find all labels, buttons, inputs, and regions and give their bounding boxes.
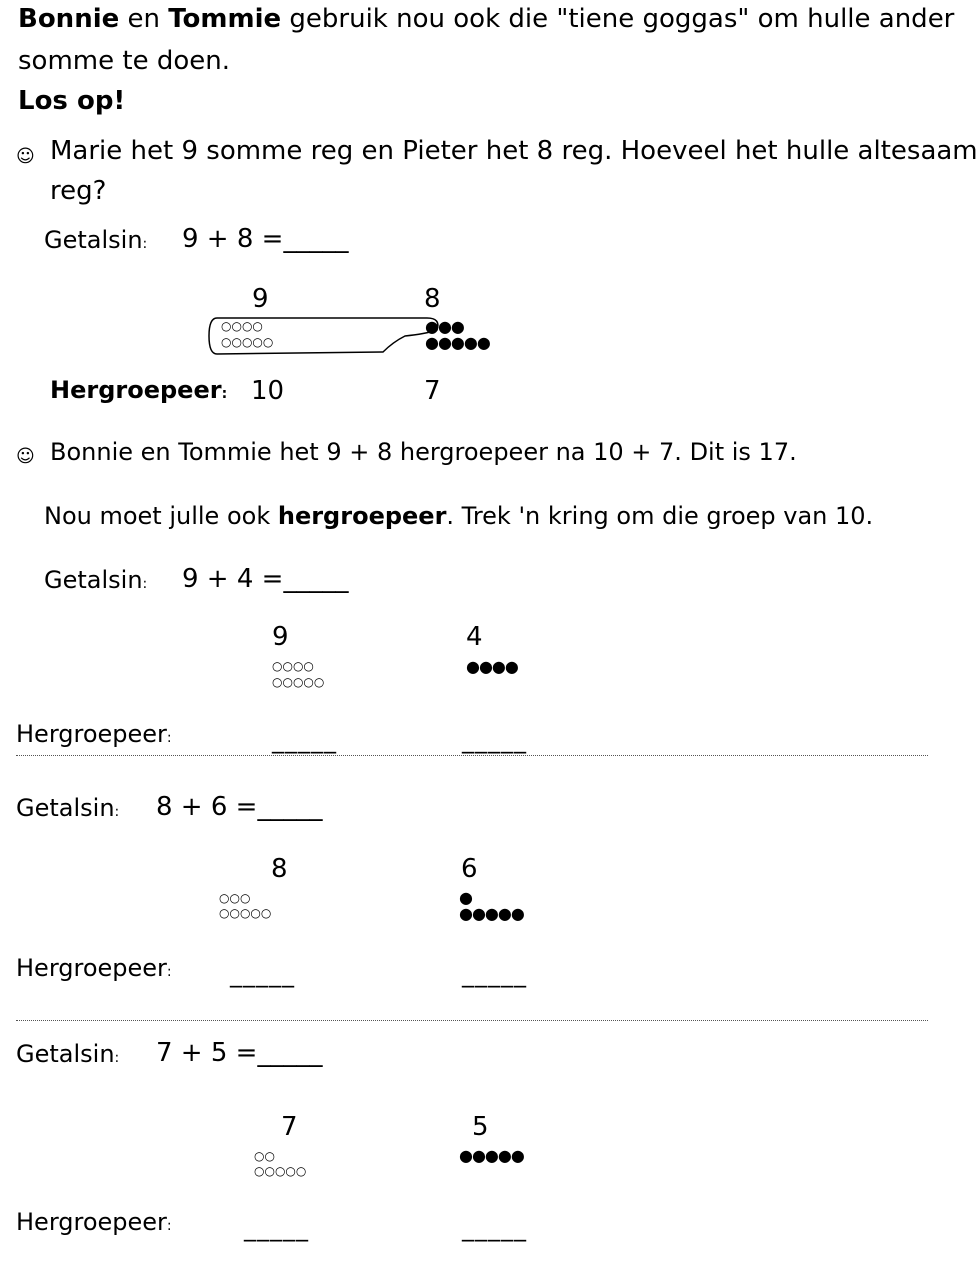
- example-hergroepeer: Hergroepeer:: [50, 376, 228, 404]
- problem-2-number-a: 8: [271, 854, 288, 884]
- filled-dots-row-2: ●●●●: [466, 657, 519, 676]
- problem-1-hergroepeer: Hergroepeer:: [16, 720, 172, 748]
- answer-blank[interactable]: _____: [257, 792, 323, 822]
- question-line-2: reg?: [50, 176, 107, 206]
- regroup-b: 7: [424, 376, 441, 406]
- problem-1-equation: 9 + 4 =_____: [182, 564, 349, 594]
- answer-blank[interactable]: _____: [283, 564, 349, 594]
- name-bonnie: Bonnie: [18, 4, 120, 34]
- regroup-blank-a[interactable]: _____: [230, 960, 295, 988]
- problem-2-hergroepeer: Hergroepeer:: [16, 954, 172, 982]
- open-dots-row-1: ○○○○: [221, 319, 263, 333]
- example-number-a: 9: [252, 284, 269, 314]
- answer-blank[interactable]: _____: [283, 224, 349, 254]
- open-dots-row-2: ○○○○○: [254, 1164, 307, 1178]
- filled-dots-row-1: ●●●: [425, 317, 465, 336]
- regroup-blank-b[interactable]: _____: [462, 960, 527, 988]
- explanation: Bonnie en Tommie het 9 + 8 hergroepeer n…: [50, 438, 797, 466]
- answer-blank[interactable]: _____: [257, 1038, 323, 1068]
- regroup-blank-b[interactable]: _____: [462, 1214, 527, 1242]
- regroup-a: 10: [251, 376, 285, 406]
- name-tommie: Tommie: [168, 4, 282, 34]
- intro-line-1: Bonnie en Tommie gebruik nou ook die "ti…: [18, 4, 954, 35]
- dotted-separator: [16, 1020, 928, 1021]
- open-dots-row-1: ○○○: [219, 891, 251, 905]
- problem-1-number-b: 4: [466, 622, 483, 652]
- ten-group-circle: [208, 317, 439, 355]
- example-equation: 9 + 8 =_____: [182, 224, 348, 255]
- smiley-icon: ☺: [16, 146, 35, 167]
- intro-rest: gebruik nou ook die "tiene goggas" om hu…: [281, 4, 955, 34]
- intro-mid: en: [119, 4, 169, 34]
- intro-line-2: somme te doen.: [18, 46, 230, 76]
- hergroepeer-label: Hergroepeer: [50, 376, 222, 404]
- getalsin-label: Getalsin: [44, 226, 143, 254]
- problem-2-number-b: 6: [461, 854, 478, 884]
- open-dots-row-2: ○○○○○: [272, 675, 325, 689]
- problem-2-equation: 8 + 6 =_____: [156, 792, 323, 822]
- regroup-blank-b[interactable]: _____: [462, 726, 527, 754]
- problem-3-equation: 7 + 5 =_____: [156, 1038, 323, 1068]
- open-dots-row-2: ○○○○○: [219, 906, 272, 920]
- open-dots-row-1: ○○○○: [272, 659, 314, 673]
- filled-dots-row-2: ●●●●●: [459, 1146, 525, 1165]
- question-line-1: Marie het 9 somme reg en Pieter het 8 re…: [50, 136, 978, 166]
- open-dots-row-2: ○○○○○: [221, 335, 274, 349]
- filled-dots-row-1: ●: [459, 888, 473, 907]
- filled-dots-row-2: ●●●●●: [425, 333, 491, 352]
- problem-3-number-a: 7: [281, 1112, 298, 1142]
- smiley-icon: ☺: [16, 446, 35, 467]
- filled-dots-row-2: ●●●●●: [459, 904, 525, 923]
- instruction: Nou moet julle ook hergroepeer. Trek 'n …: [44, 502, 874, 530]
- example-getalsin: Getalsin:: [44, 226, 148, 254]
- regroup-blank-a[interactable]: _____: [244, 1214, 309, 1242]
- open-dots-row-1: ○○: [254, 1149, 275, 1163]
- problem-1-getalsin: Getalsin:: [44, 566, 148, 594]
- problem-3-hergroepeer: Hergroepeer:: [16, 1208, 172, 1236]
- equation-text: 9 + 8 =: [182, 224, 284, 254]
- problem-2-getalsin: Getalsin:: [16, 794, 120, 822]
- problem-3-getalsin: Getalsin:: [16, 1040, 120, 1068]
- problem-3-number-b: 5: [472, 1112, 489, 1142]
- heading: Los op!: [18, 86, 126, 116]
- example-number-b: 8: [424, 284, 441, 314]
- dotted-separator: [16, 755, 928, 756]
- problem-1-number-a: 9: [272, 622, 289, 652]
- regroup-blank-a[interactable]: _____: [272, 726, 337, 754]
